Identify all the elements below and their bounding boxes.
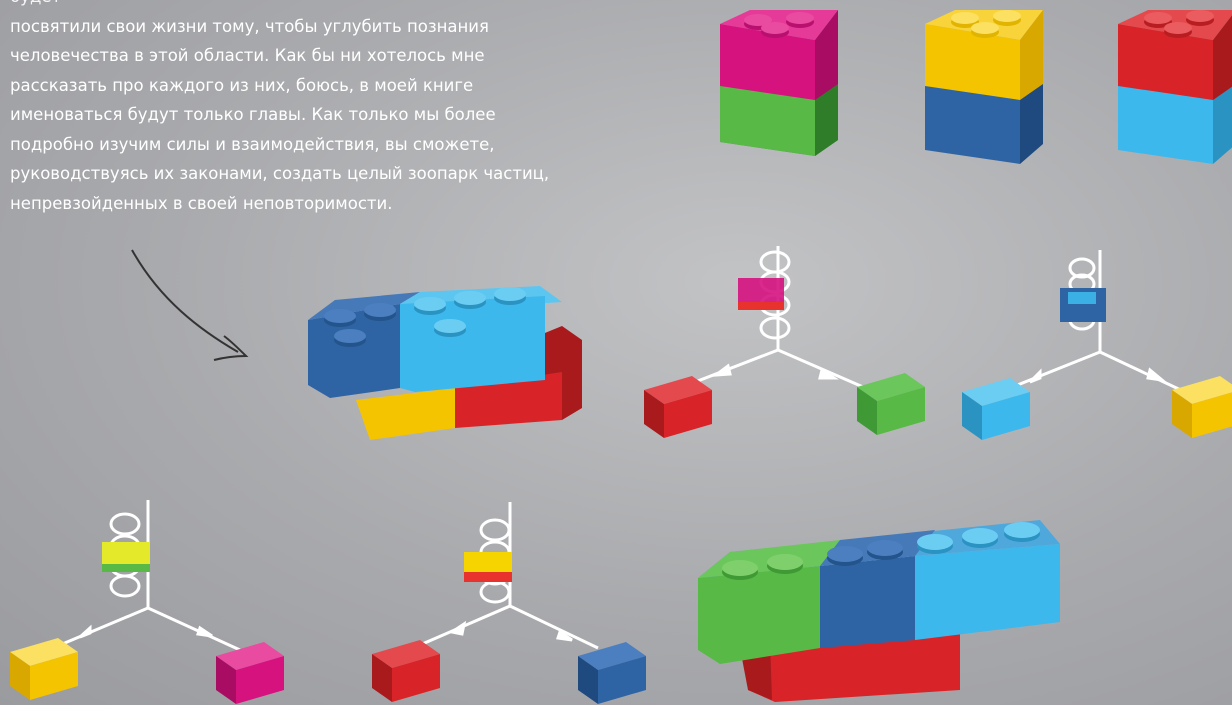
particle-blue-cyan: [1060, 288, 1106, 322]
brick-green: [857, 373, 925, 435]
stacked-brick-pair-yellow-blue: [925, 10, 1043, 164]
brick-blue: [578, 642, 646, 704]
hand-drawn-arrow: [131, 249, 249, 361]
brick-cyan: [962, 378, 1030, 440]
brick-yellow: [10, 638, 78, 700]
brick-magenta: [216, 642, 284, 704]
paragraph-line-7: непревзойденных в своей неповторимости.: [10, 193, 393, 213]
brick-magenta: [720, 10, 838, 100]
brick-red: [1118, 10, 1232, 100]
brick-yellow: [925, 10, 1043, 100]
paragraph-line-1: посвятили свои жизни тому, чтобы углубит…: [10, 16, 489, 36]
particle-magenta-red: [738, 278, 784, 310]
brick-cyan: [1118, 74, 1232, 164]
paragraph-line-5: подробно изучим силы и взаимодействия, в…: [10, 134, 495, 154]
paragraph-line-3: рассказать про каждого из них, боюсь, в …: [10, 75, 474, 95]
particle-yellow-red: [464, 552, 512, 582]
paragraph-line-0: будет: [10, 0, 610, 12]
paragraph-line-2: человечества в этой области. Как бы ни х…: [10, 46, 485, 65]
particle-yellow-green: [102, 542, 150, 572]
stacked-brick-pair-magenta-green: [720, 10, 838, 156]
combined-bricks-middle: [308, 286, 582, 440]
brick-red: [372, 640, 440, 702]
brick-red: [644, 376, 712, 438]
vertex-diagram-3: [59, 500, 241, 652]
brick-yellow: [1172, 376, 1232, 438]
combined-bricks-bottom: [698, 520, 1060, 702]
paragraph-line-4: именоваться будут только главы. Как толь…: [10, 105, 496, 124]
paragraph: будет посвятили свои жизни тому, чтобы у…: [10, 0, 610, 218]
vertex-diagram-1: [689, 246, 871, 392]
paragraph-line-6: руководствуясь их законами, создать целы…: [10, 164, 550, 183]
stacked-brick-pair-red-cyan: [1118, 10, 1232, 164]
